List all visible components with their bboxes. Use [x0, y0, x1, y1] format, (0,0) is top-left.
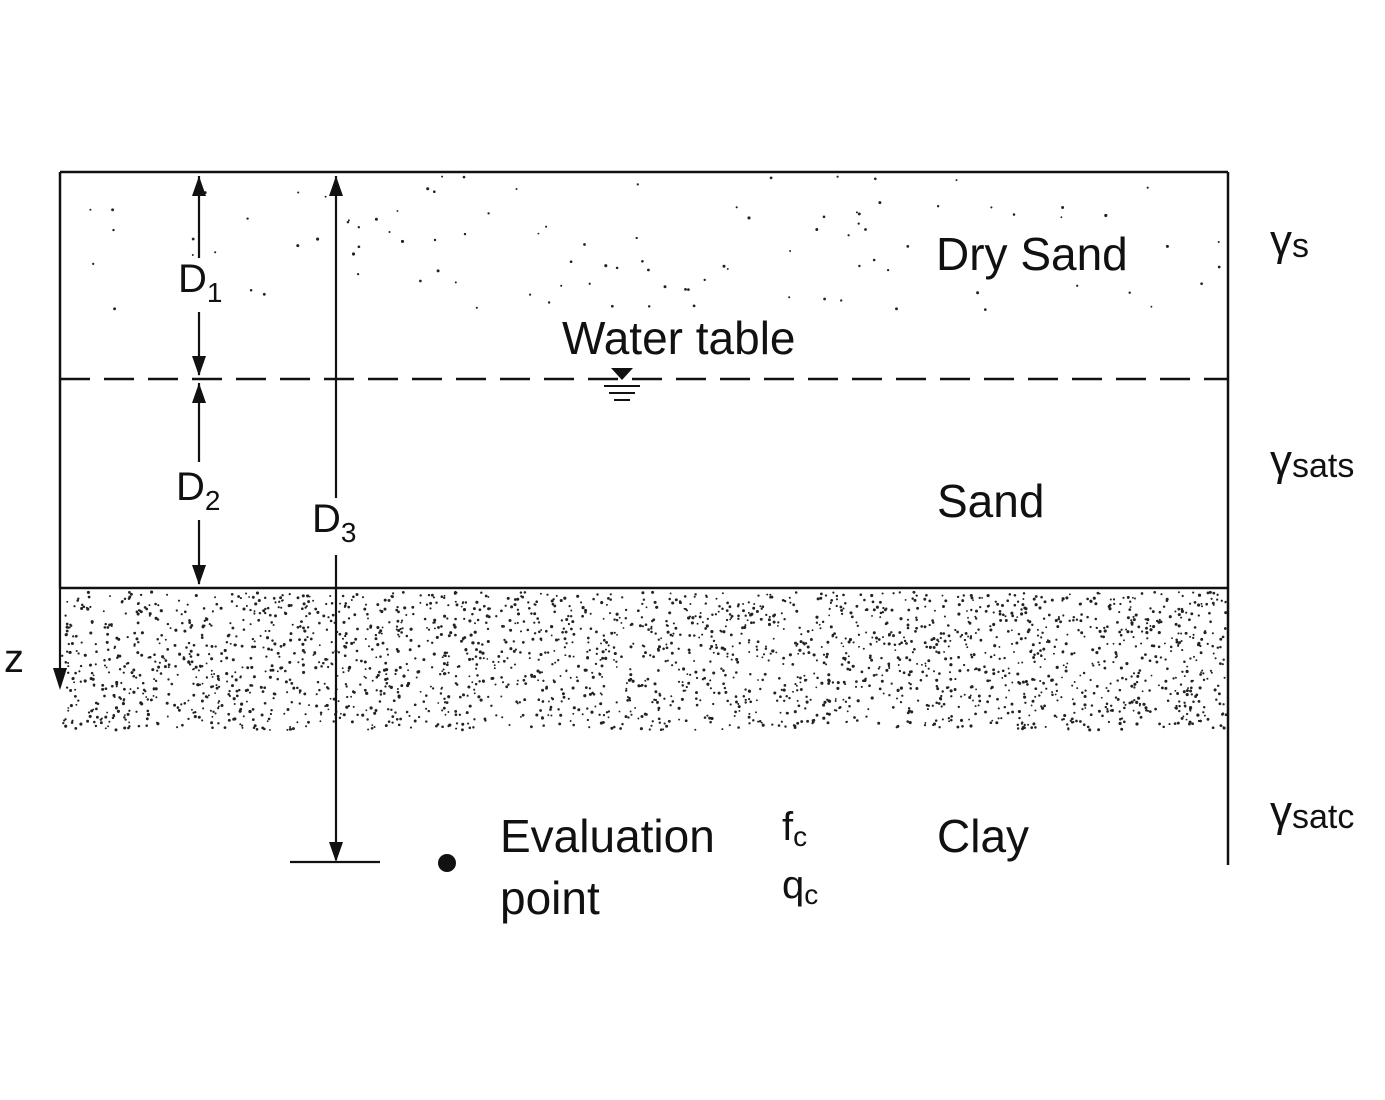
- gamma-sats-label: γsats: [1270, 436, 1354, 485]
- evaluation-label-line2: point: [500, 872, 600, 924]
- d2-dimension-arrow: [192, 383, 206, 585]
- evaluation-label-line1: Evaluation: [500, 810, 715, 862]
- dry-sand-stipple: [89, 175, 1221, 311]
- clay-label: Clay: [937, 810, 1029, 862]
- evaluation-point-dot: [438, 854, 456, 872]
- dry-sand-label: Dry Sand: [936, 228, 1128, 280]
- d2-label: D2: [176, 465, 220, 516]
- fc-label: fc: [782, 805, 807, 852]
- gamma-s-label: γs: [1270, 216, 1309, 265]
- z-axis-label: z: [4, 637, 24, 681]
- d3-label: D3: [312, 497, 356, 548]
- dense-sand-stipple: [61, 590, 1228, 732]
- gamma-satc-label: γsatc: [1270, 787, 1354, 836]
- water-table-icon: [604, 368, 640, 401]
- d1-dimension-arrow: [192, 176, 206, 376]
- d3-dimension-arrow: [290, 176, 380, 864]
- d1-label: D1: [178, 257, 222, 308]
- z-axis-arrow: [53, 588, 67, 690]
- water-table-label: Water table: [562, 312, 796, 364]
- sand-label: Sand: [937, 475, 1044, 527]
- qc-label: qc: [782, 863, 818, 910]
